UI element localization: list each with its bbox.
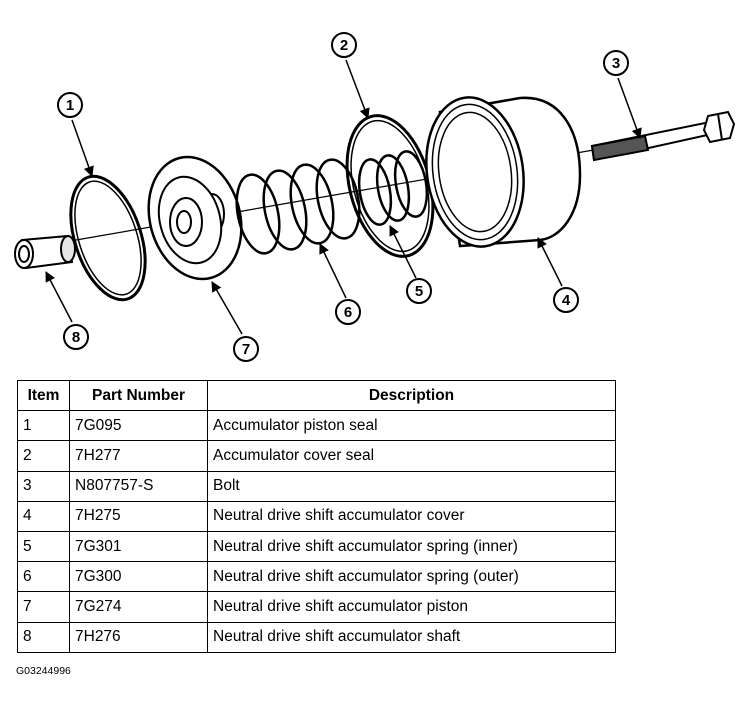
cell-part-number: N807757-S [69,470,208,502]
callout-2: 2 [331,32,357,58]
part-1-piston-seal [69,174,147,302]
callout-5: 5 [406,278,432,304]
cell-item: 4 [17,500,70,532]
cell-item: 1 [17,410,70,442]
callout-3: 3 [603,50,629,76]
cell-part-number: 7G095 [69,410,208,442]
cell-description: Accumulator cover seal [207,440,616,472]
callout-7: 7 [233,336,259,362]
cell-item: 2 [17,440,70,472]
table-row: 3 N807757-S Bolt [17,470,616,502]
cell-item: 7 [17,591,70,623]
callout-6: 6 [335,299,361,325]
svg-text:1: 1 [66,97,74,114]
part-7-piston [147,155,243,281]
cell-part-number: 7G301 [69,530,208,563]
svg-text:2: 2 [340,37,348,54]
table-row: 8 7H276 Neutral drive shift accumulator … [17,621,616,653]
cell-item: 3 [17,470,70,502]
callout-1: 1 [57,92,83,118]
cell-description: Neutral drive shift accumulator spring (… [207,561,616,593]
header-part-number: Part Number [69,379,208,412]
cell-item: 6 [17,561,70,593]
cell-part-number: 7H277 [69,440,208,472]
table-row: 4 7H275 Neutral drive shift accumulator … [17,500,616,532]
cell-description: Neutral drive shift accumulator piston [207,591,616,623]
parts-table: Item Part Number Description 1 7G095 Acc… [17,379,616,653]
svg-text:3: 3 [612,55,620,72]
cell-part-number: 7H276 [69,621,208,653]
svg-text:6: 6 [344,304,352,321]
leader-lines [45,59,642,335]
cell-description: Bolt [207,470,616,502]
cell-description: Neutral drive shift accumulator cover [207,500,616,532]
cell-description: Accumulator piston seal [207,410,616,442]
part-8-shaft [14,234,76,270]
cell-part-number: 7G300 [69,561,208,593]
cell-item: 8 [17,621,70,653]
exploded-view-diagram: 1 2 3 4 5 6 7 8 [14,32,736,362]
figure-id: G03244996 [16,665,71,677]
table-header-row: Item Part Number Description [17,379,616,412]
svg-text:7: 7 [242,341,250,358]
header-description: Description [207,379,616,412]
cell-part-number: 7G274 [69,591,208,623]
part-4-cover [425,96,582,248]
table-row: 5 7G301 Neutral drive shift accumulator … [17,530,616,563]
header-item: Item [17,379,70,412]
table-row: 2 7H277 Accumulator cover seal [17,440,616,472]
table-row: 6 7G300 Neutral drive shift accumulator … [17,561,616,593]
cell-part-number: 7H275 [69,500,208,532]
cell-description: Neutral drive shift accumulator shaft [207,621,616,653]
table-row: 1 7G095 Accumulator piston seal [17,410,616,442]
svg-text:8: 8 [72,329,80,346]
part-3-bolt [590,110,736,162]
callout-8: 8 [63,324,89,350]
table-row: 7 7G274 Neutral drive shift accumulator … [17,591,616,623]
svg-text:4: 4 [562,292,571,309]
part-6-outer-spring [235,158,361,255]
cell-description: Neutral drive shift accumulator spring (… [207,530,616,563]
callout-4: 4 [553,287,579,313]
svg-text:5: 5 [415,283,423,300]
part-5-inner-spring [357,150,429,226]
cell-item: 5 [17,530,70,563]
